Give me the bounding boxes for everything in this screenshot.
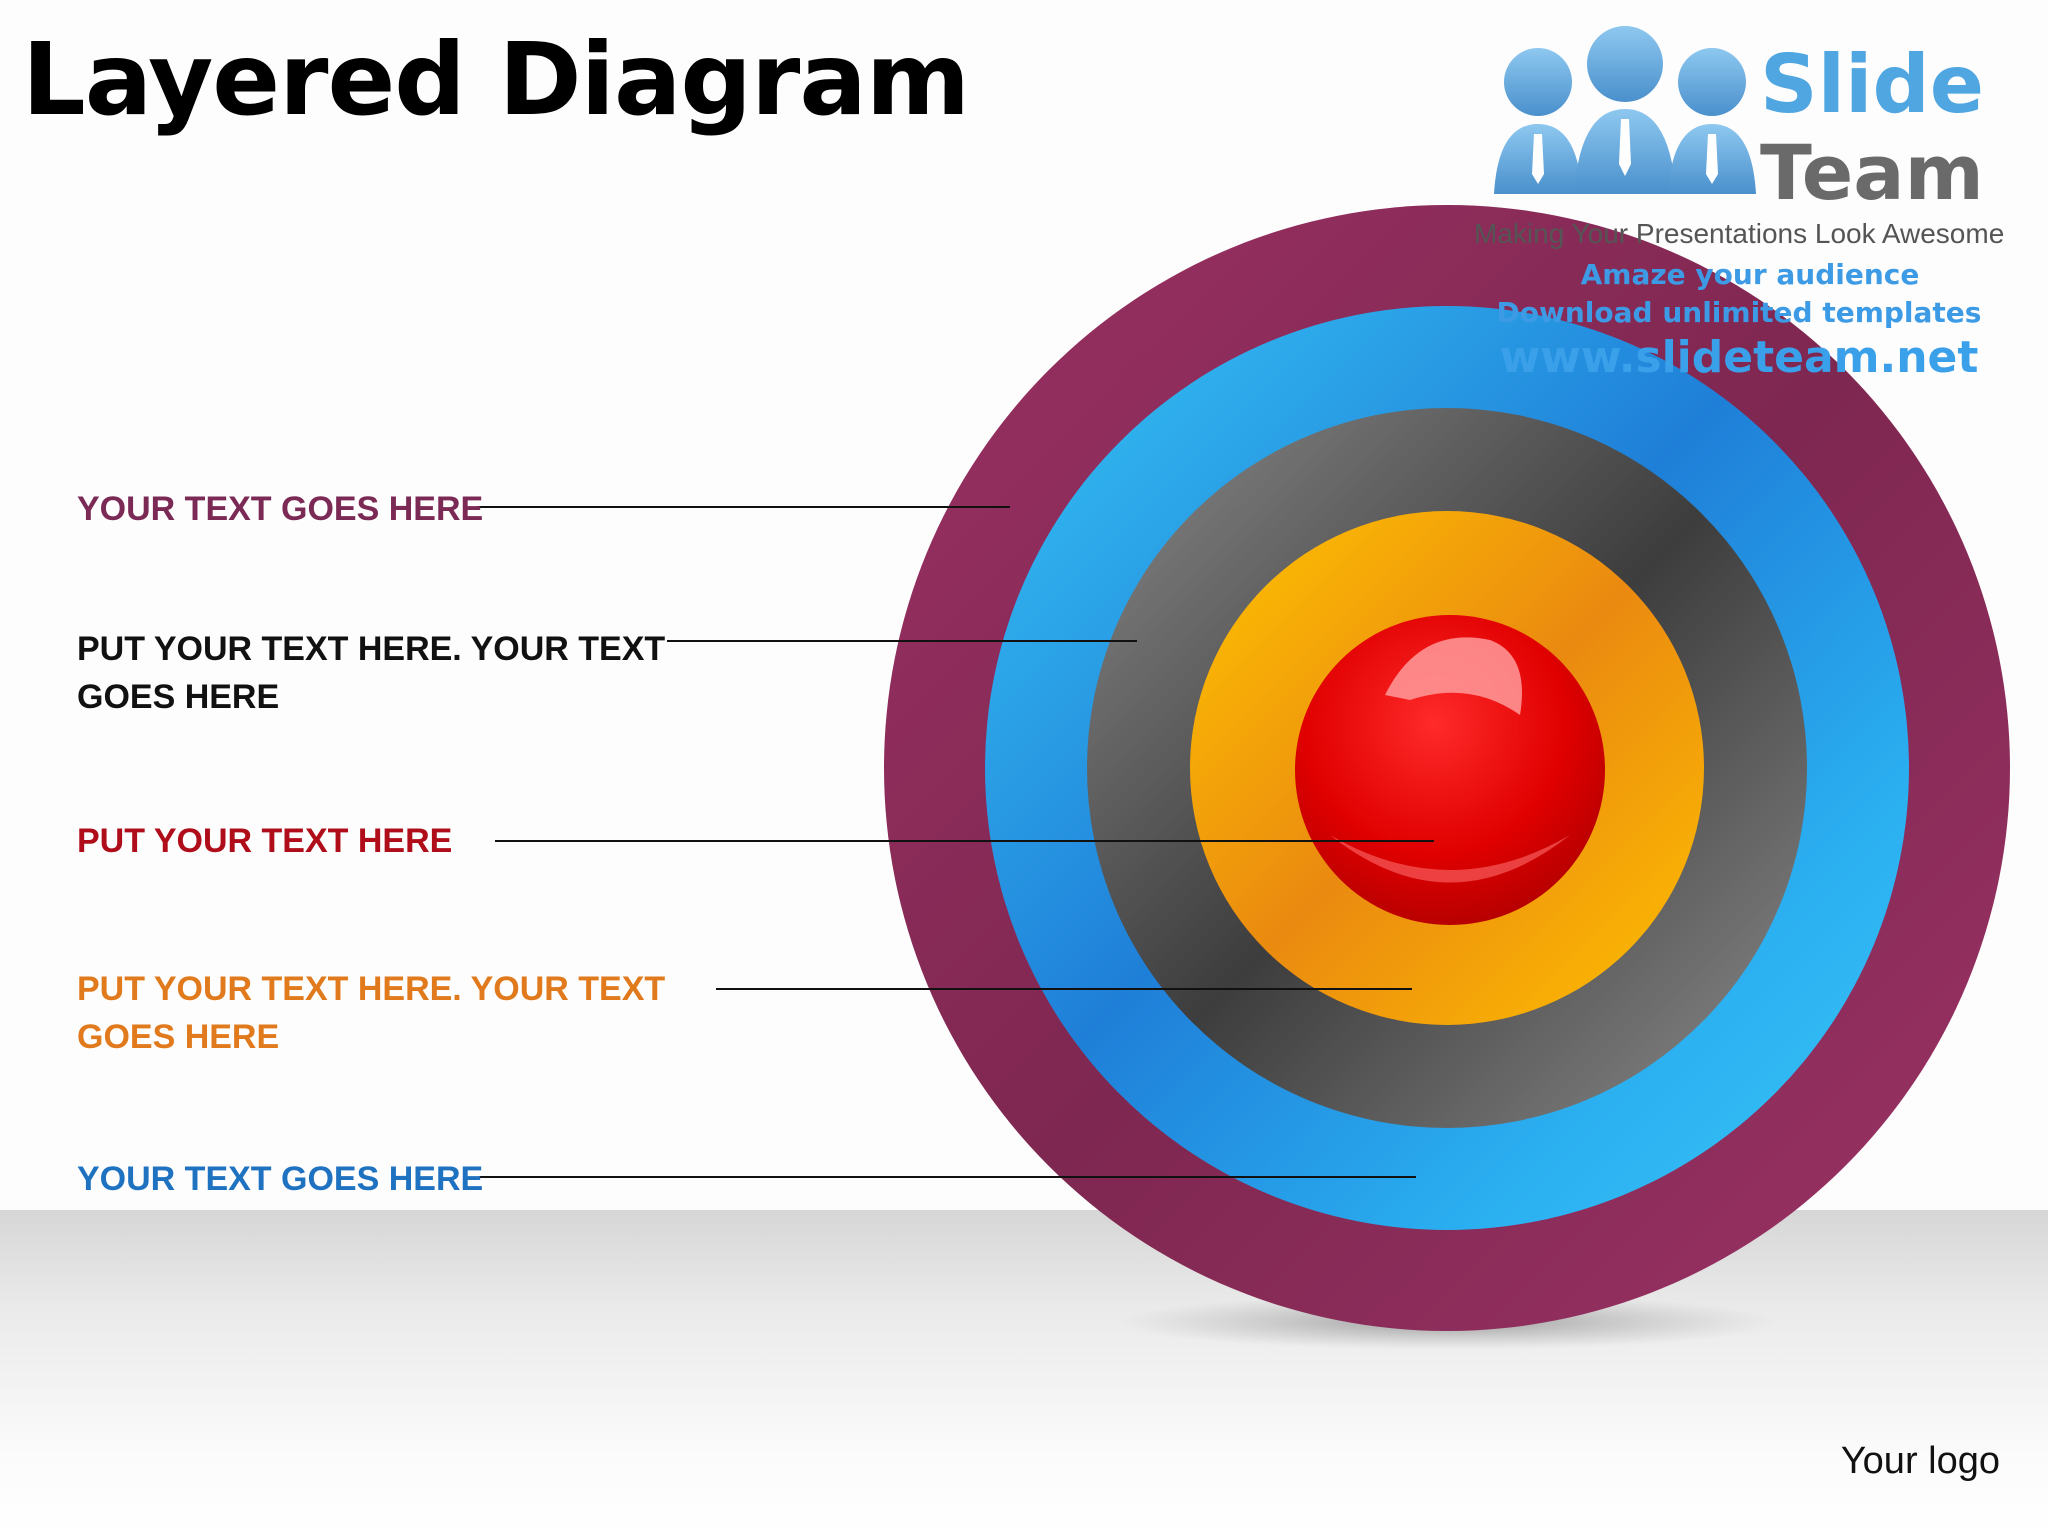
label-outer-ring[interactable]: YOUR TEXT GOES HERE	[77, 490, 484, 528]
red-core[interactable]	[1295, 615, 1605, 925]
brand-tagline: Making Your Presentations Look Awesome	[1474, 218, 2005, 249]
core-highlight	[1385, 637, 1522, 715]
label-red-core[interactable]: PUT YOUR TEXT HERE	[77, 822, 453, 860]
slideteam-watermark: Slide Team Making Your Presentations Loo…	[1470, 18, 2030, 383]
promo-line-1: Amaze your audience	[1580, 258, 1920, 291]
slide-title[interactable]: Layered Diagram	[22, 21, 970, 138]
footer-logo-placeholder[interactable]: Your logo	[1840, 1440, 2000, 1482]
label-blue-ring[interactable]: PUT YOUR TEXT HERE. YOUR TEXT GOES HERE	[77, 630, 666, 716]
promo-line-2: Download unlimited templates	[1496, 296, 1982, 329]
core-reflection	[1330, 835, 1570, 883]
promo-url[interactable]: www.slideteam.net	[1499, 332, 1979, 383]
label-blue-ring-lower[interactable]: YOUR TEXT GOES HERE	[77, 1160, 484, 1198]
brand-line-1: Slide	[1760, 38, 1984, 131]
label-orange-ring[interactable]: PUT YOUR TEXT HERE. YOUR TEXT GOES HERE	[77, 970, 666, 1056]
brand-line-2: Team	[1760, 128, 1984, 217]
people-group-icon	[1494, 26, 1756, 194]
leader-lines	[477, 506, 1434, 1178]
